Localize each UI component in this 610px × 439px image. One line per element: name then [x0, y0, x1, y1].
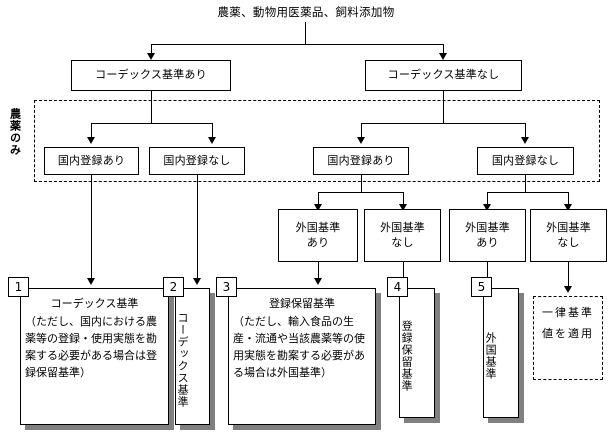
connector-foreign-c: [487, 192, 488, 205]
connector-domestic-yes-2-stem: [361, 175, 362, 192]
connector-domestic-yes-1-drop: [91, 175, 92, 279]
terminal-uniform-limit-box[interactable]: 一律基準値を適用: [533, 296, 603, 380]
arrowhead-to-codex-yes: [147, 53, 155, 60]
arrowhead-to-domestic-no-right: [521, 137, 529, 144]
result-5-number: 5: [477, 280, 486, 294]
arrowhead-to-domestic-no-left: [208, 137, 216, 144]
result-3-box[interactable]: 登録保留基準 （ただし、輸入食品の生産・流通や当該農薬等の使用実態を勘案する必要…: [228, 288, 376, 425]
result-2-box[interactable]: コーデックス基準: [175, 288, 210, 425]
connector-left-branch-b: [212, 123, 213, 138]
result-5-content: 外国基準: [484, 289, 498, 417]
connector-title-bus: [151, 44, 443, 45]
connector-title-left-drop: [151, 44, 152, 54]
group-region-pesticide-only: [34, 100, 600, 182]
result-5-box[interactable]: 外国基準: [483, 288, 519, 418]
connector-title-stem: [305, 22, 306, 44]
connector-foreign-d: [568, 192, 569, 205]
group-region-label: 農薬のみ: [8, 108, 22, 156]
result-5-number-badge: 5: [471, 277, 492, 297]
arrowhead-to-result-3: [314, 278, 322, 285]
connector-foreign-a: [318, 192, 319, 205]
node-domestic-registration-yes-1[interactable]: 国内登録あり: [44, 147, 139, 175]
node-codex-standard-yes-label: コーデックス基準あり: [95, 68, 207, 82]
arrowhead-to-result-1: [87, 278, 95, 285]
connector-foreign-no-2-drop: [568, 262, 569, 287]
connector-left-branch-a: [91, 123, 92, 138]
node-codex-standard-no-label: コーデックス基準なし: [387, 68, 500, 82]
result-5-title: 外国基準: [484, 332, 498, 380]
node-codex-standard-yes[interactable]: コーデックス基準あり: [71, 60, 231, 91]
node-domestic-registration-yes-1-label: 国内登録あり: [57, 153, 126, 167]
result-1-content: コーデックス基準 （ただし、国内における農薬等の登録・使用実態を勘案する必要があ…: [21, 289, 168, 381]
node-domestic-registration-no-1[interactable]: 国内登録なし: [149, 147, 245, 175]
connector-foreign-bus-left: [318, 192, 403, 193]
node-foreign-standard-no-1[interactable]: 外国基準 なし: [364, 209, 441, 262]
result-4-number: 4: [393, 280, 402, 294]
result-1-box[interactable]: コーデックス基準 （ただし、国内における農薬等の登録・使用実態を勘案する必要があ…: [20, 288, 169, 425]
diagram-title: 農薬、動物用医薬品、飼料添加物: [217, 5, 395, 19]
connector-foreign-bus-right: [487, 192, 568, 193]
node-domestic-registration-no-2[interactable]: 国内登録なし: [477, 147, 574, 175]
node-foreign-standard-yes-2-line1: 外国基準: [465, 220, 510, 234]
arrowhead-to-domestic-yes-left: [87, 137, 95, 144]
node-foreign-standard-yes-2[interactable]: 外国基準 あり: [449, 209, 526, 262]
connector-domestic-no-2-stem: [525, 175, 526, 192]
connector-codex-yes-stem: [151, 91, 152, 123]
node-domestic-registration-no-2-label: 国内登録なし: [491, 153, 560, 167]
arrowhead-to-foreign-yes-1: [314, 204, 322, 211]
result-2-title: コーデックス基準: [176, 311, 190, 408]
node-foreign-standard-no-1-line1: 外国基準: [380, 220, 425, 234]
result-1-title: コーデックス基準: [50, 297, 139, 310]
connector-codex-no-stem: [443, 91, 444, 123]
result-4-number-badge: 4: [387, 277, 408, 297]
arrowhead-to-domestic-yes-right: [357, 137, 365, 144]
connector-domestic-no-1-drop: [197, 175, 198, 279]
result-2-number-badge: 2: [163, 277, 184, 297]
node-foreign-standard-no-2[interactable]: 外国基準 なし: [530, 209, 607, 262]
node-foreign-standard-no-1-line2: なし: [391, 235, 414, 249]
node-codex-standard-no[interactable]: コーデックス基準なし: [365, 60, 522, 91]
result-3-number: 3: [222, 280, 231, 294]
node-domestic-registration-yes-2[interactable]: 国内登録あり: [313, 147, 409, 175]
result-1-number-badge: 1: [8, 277, 29, 297]
connector-foreign-yes-2-drop: [487, 262, 488, 279]
result-4-box[interactable]: 登録保留基準: [399, 288, 435, 418]
result-4-title: 登録保留基準: [400, 320, 414, 392]
node-foreign-standard-no-2-line1: 外国基準: [546, 220, 591, 234]
node-foreign-standard-yes-2-line2: あり: [476, 235, 499, 249]
result-1-number: 1: [14, 280, 23, 294]
result-3-content: 登録保留基準 （ただし、輸入食品の生産・流通や当該農薬等の使用実態を勘案する必要…: [229, 289, 375, 381]
arrowhead-to-codex-no: [439, 53, 447, 60]
result-2-content: コーデックス基準: [176, 289, 190, 424]
node-foreign-standard-yes-1[interactable]: 外国基準 あり: [278, 209, 358, 262]
connector-left-branch-bus: [91, 123, 212, 124]
connector-right-branch-b: [525, 123, 526, 138]
node-foreign-standard-no-2-line2: なし: [557, 235, 580, 249]
result-4-content: 登録保留基準: [400, 289, 414, 417]
connector-title-right-drop: [443, 44, 444, 54]
arrowhead-to-foreign-yes-2: [483, 204, 491, 211]
arrowhead-to-result-2: [193, 278, 201, 285]
arrowhead-to-foreign-no-2: [564, 204, 572, 211]
connector-foreign-b: [403, 192, 404, 205]
result-3-body: （ただし、輸入食品の生産・流通や当該農薬等の使用実態を勘案する必要がある場合は外…: [233, 315, 365, 380]
arrowhead-to-foreign-no-1: [399, 204, 407, 211]
node-domestic-registration-yes-2-label: 国内登録あり: [327, 153, 395, 167]
arrowhead-to-terminal: [564, 286, 572, 293]
result-2-number: 2: [169, 280, 178, 294]
connector-foreign-no-1-drop: [403, 262, 404, 279]
result-3-number-badge: 3: [216, 277, 237, 297]
node-domestic-registration-no-1-label: 国内登録なし: [163, 153, 231, 167]
connector-right-branch-a: [361, 123, 362, 138]
connector-right-branch-bus: [361, 123, 525, 124]
terminal-uniform-limit-label: 一律基準値を適用: [542, 306, 594, 340]
node-foreign-standard-yes-1-line1: 外国基準: [295, 220, 341, 234]
result-1-body: （ただし、国内における農薬等の登録・使用実態を勘案する必要がある場合は登録保留基…: [25, 315, 157, 380]
connector-foreign-yes-1-drop: [318, 262, 319, 279]
node-foreign-standard-yes-1-line2: あり: [306, 235, 330, 249]
result-3-title: 登録保留基準: [269, 297, 335, 310]
